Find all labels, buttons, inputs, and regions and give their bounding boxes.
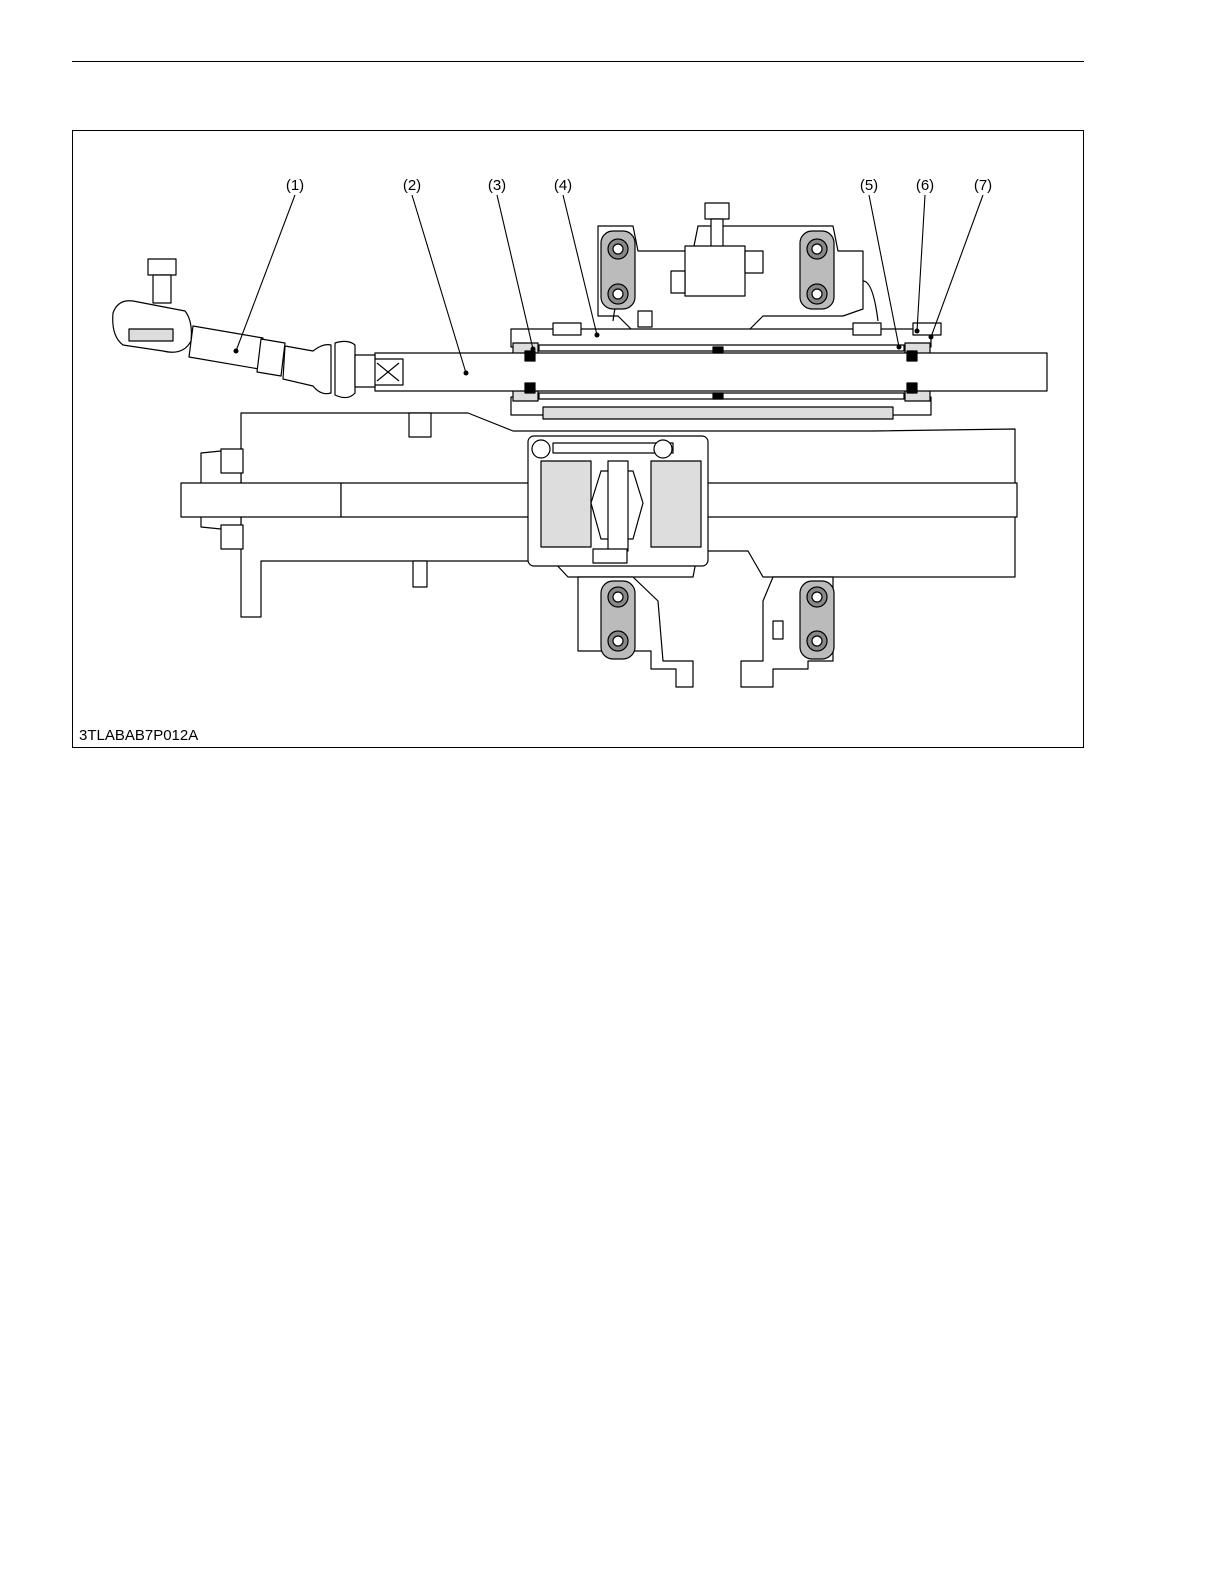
callout-6: (6) [916,177,934,195]
figure-frame: (1) (2) (3) (4) (5) (6) (7) 3TLABAB7P012… [72,130,1084,748]
lower-bracket [578,577,834,687]
callout-1: (1) [286,177,304,195]
callout-2: (2) [403,177,421,195]
callout-4: (4) [554,177,572,195]
piston-rod [373,353,1047,391]
steering-cylinder-drawing [73,131,1083,747]
callout-7: (7) [974,177,992,195]
differential-gears [528,436,708,566]
callout-5: (5) [860,177,878,195]
figure-code: 3TLABAB7P012A [79,727,198,745]
header-rule [72,61,1084,62]
callout-3: (3) [488,177,506,195]
tie-rod-end [113,259,375,398]
